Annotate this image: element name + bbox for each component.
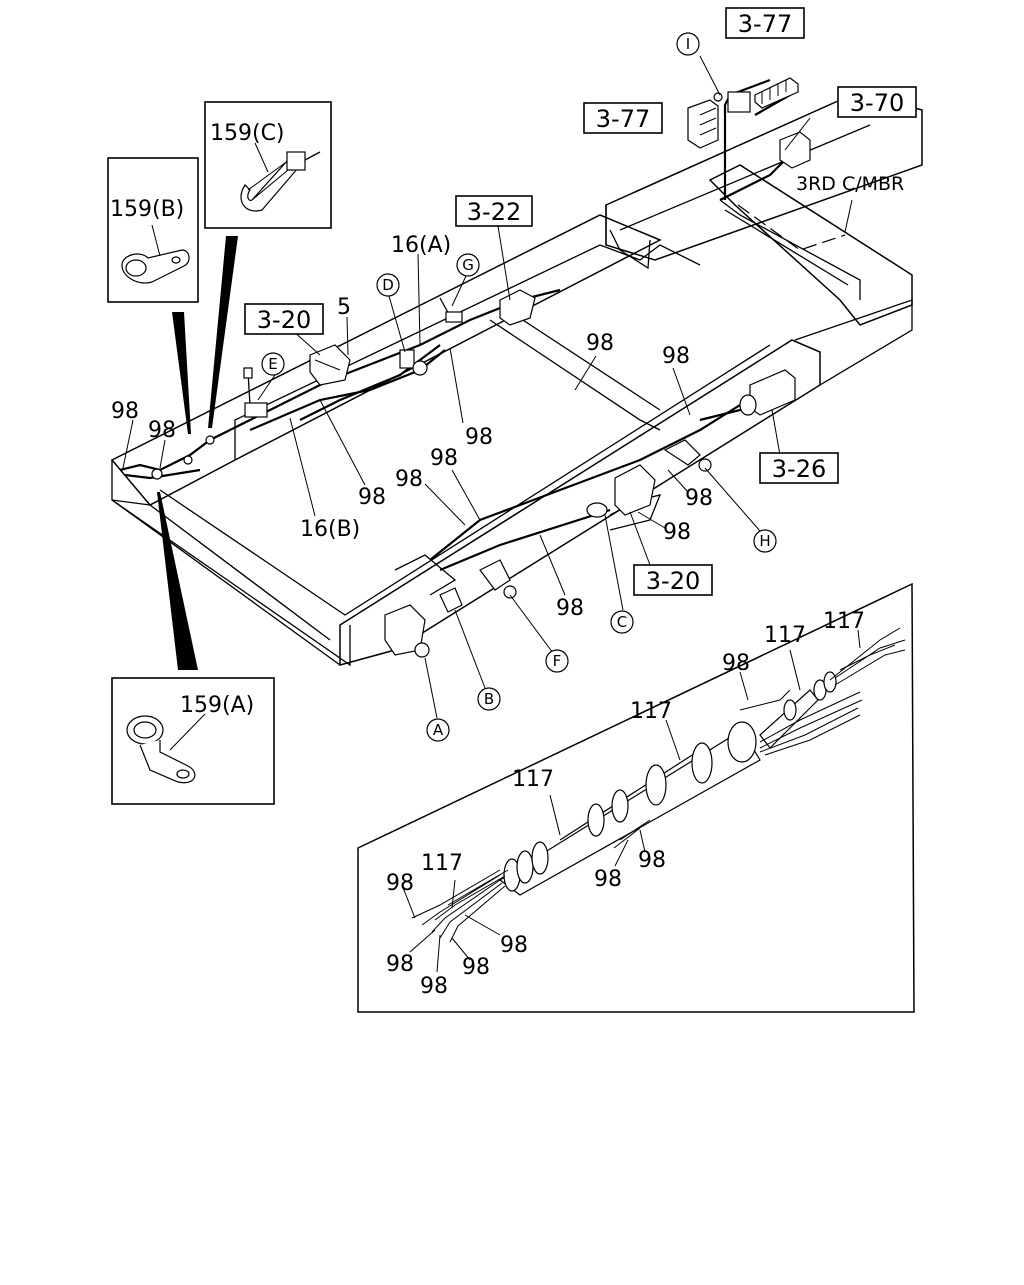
part-labels: 159(C) 159(B) 159(A) 16(A) 16(B) 5 98 98… [110,121,865,999]
label-159a: 159(A) [180,693,254,718]
svg-text:B: B [484,690,494,708]
label-98: 98 [685,486,713,511]
callout-d: D [376,273,400,297]
svg-text:3-20: 3-20 [646,567,700,595]
detail-box-159a [111,677,275,805]
label-98: 98 [556,596,584,621]
label-117: 117 [512,767,554,792]
label-5: 5 [337,295,351,320]
svg-text:D: D [382,276,394,294]
clamp-f [479,559,517,599]
svg-text:3-22: 3-22 [467,198,521,226]
connector-3-70 [779,131,811,169]
label-98: 98 [111,399,139,424]
ref-box-3-70: 3-70 [837,86,917,118]
bracket-3-22 [499,289,536,326]
svg-text:G: G [462,256,474,274]
label-98: 98 [586,331,614,356]
ref-box-3-26: 3-26 [759,452,839,484]
connector-3-77-top [754,77,799,109]
detail-box-159c [204,101,332,229]
label-98: 98 [358,485,386,510]
detail-pointers [157,236,238,670]
ref-box-3-20-top: 3-20 [244,303,324,335]
detail-box-159b [107,157,199,303]
callout-a: A [426,718,450,742]
label-98: 98 [386,871,414,896]
svg-text:I: I [686,35,690,53]
svg-text:A: A [433,721,444,739]
svg-text:3-20: 3-20 [257,306,311,334]
label-98: 98 [594,867,622,892]
label-98: 98 [663,520,691,545]
label-98: 98 [386,952,414,977]
label-117: 117 [764,623,806,648]
label-98: 98 [465,425,493,450]
svg-text:3-26: 3-26 [772,455,826,483]
label-98: 98 [662,344,690,369]
ref-box-3-22: 3-22 [455,195,533,227]
ref-box-3-20-bottom: 3-20 [633,564,713,596]
frame-note-3rd-crossmember: 3RD C/MBR [796,173,904,195]
bracket-a [384,604,430,658]
label-16b: 16(B) [300,517,360,542]
callout-g: G [456,253,480,277]
label-16a: 16(A) [391,233,451,258]
svg-text:3-70: 3-70 [850,89,904,117]
svg-text:E: E [268,355,277,373]
detail-panel-harness [357,582,915,1013]
callout-i: I [676,32,700,56]
svg-text:C: C [617,613,627,631]
label-98: 98 [722,651,750,676]
svg-text:3-77: 3-77 [596,105,650,133]
label-98: 98 [462,955,490,980]
bracket-b [439,587,463,613]
label-98: 98 [395,467,423,492]
component-3-26 [739,369,796,416]
clamp-d [399,349,428,376]
clamp-h [663,439,712,472]
label-98: 98 [420,974,448,999]
label-117: 117 [421,851,463,876]
label-159b: 159(B) [110,197,184,222]
components [151,77,811,658]
chassis-frame [110,91,923,667]
callout-c: C [610,610,634,634]
label-159c: 159(C) [210,121,285,146]
ref-box-3-77-top: 3-77 [725,7,805,39]
relay-i [713,91,751,113]
label-98: 98 [148,418,176,443]
svg-text:F: F [553,652,562,670]
callout-f: F [545,649,569,673]
bolt-e [243,367,268,418]
callout-e: E [261,352,285,376]
bracket-c [586,464,656,518]
callout-h: H [753,529,777,553]
clamp-g [439,297,463,323]
callouts: I G D E H C F B A [261,32,777,742]
svg-text:H: H [759,532,770,550]
svg-text:3-77: 3-77 [738,10,792,38]
ref-box-3-77-left: 3-77 [583,102,663,134]
label-117: 117 [823,609,865,634]
label-98: 98 [500,933,528,958]
connector-3-77-left [687,99,719,149]
label-117: 117 [630,699,672,724]
label-98: 98 [430,446,458,471]
label-98: 98 [638,848,666,873]
callout-b: B [477,687,501,711]
